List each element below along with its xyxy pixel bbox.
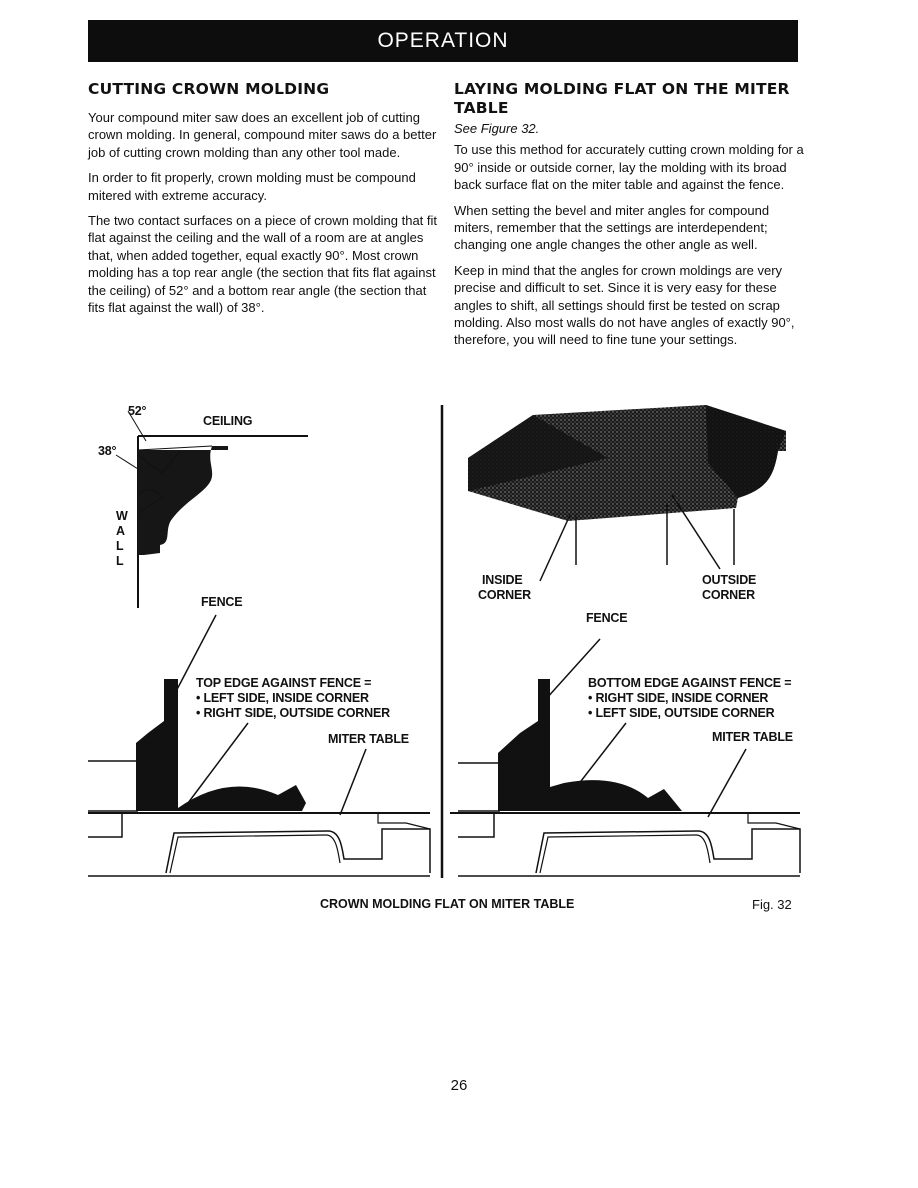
wall-letter-a: A xyxy=(116,524,125,538)
right-column: LAYING MOLDING FLAT ON THE MITER TABLE S… xyxy=(454,80,804,357)
angle-52-label: 52° xyxy=(128,404,147,418)
left-paragraph-2: In order to fit properly, crown molding … xyxy=(88,170,416,203)
right-paragraph-2: When setting the bevel and miter angles … xyxy=(454,202,770,253)
right-note-line-3: • LEFT SIDE, OUTSIDE CORNER xyxy=(588,706,775,720)
miter-table-label-left: MITER TABLE xyxy=(328,732,409,746)
right-paragraph-3: Keep in mind that the angles for crown m… xyxy=(454,262,795,348)
right-paragraph-1: To use this method for accurately cuttin… xyxy=(454,142,804,193)
molding-piece-diagram xyxy=(468,405,786,582)
outside-corner-label-2: CORNER xyxy=(702,588,755,602)
fence-label-right: FENCE xyxy=(586,611,627,625)
angle-38-label: 38° xyxy=(98,444,117,458)
left-column: CUTTING CROWN MOLDING Your compound mite… xyxy=(88,80,438,324)
saw-diagram-left xyxy=(88,614,431,877)
right-note-line-2: • RIGHT SIDE, INSIDE CORNER xyxy=(588,691,768,705)
inside-corner-label-2: CORNER xyxy=(478,588,531,602)
laying-flat-heading: LAYING MOLDING FLAT ON THE MITER TABLE xyxy=(454,80,790,117)
left-paragraph-3: The two contact surfaces on a piece of c… xyxy=(88,213,438,316)
figure-reference: See Figure 32. xyxy=(454,121,540,136)
miter-table-label-right: MITER TABLE xyxy=(712,730,793,744)
figure-32-illustration: 52° 38° CEILING W A L L INSIDE CORNER OU… xyxy=(88,403,810,888)
cutting-crown-heading: CUTTING CROWN MOLDING xyxy=(88,80,330,98)
left-note-line-2: • LEFT SIDE, INSIDE CORNER xyxy=(196,691,369,705)
left-note-line-1: TOP EDGE AGAINST FENCE = xyxy=(196,676,371,690)
inside-corner-label-1: INSIDE xyxy=(482,573,522,587)
wall-letter-w: W xyxy=(116,509,128,523)
left-note-line-3: • RIGHT SIDE, OUTSIDE CORNER xyxy=(196,706,390,720)
figure-caption: CROWN MOLDING FLAT ON MITER TABLE xyxy=(320,897,575,911)
page-number: 26 xyxy=(450,1077,468,1094)
figure-number: Fig. 32 xyxy=(752,897,792,912)
outside-corner-label-1: OUTSIDE xyxy=(702,573,756,587)
saw-diagram-right xyxy=(450,638,801,877)
wall-letter-l1: L xyxy=(116,539,124,553)
left-paragraph-1: Your compound miter saw does an excellen… xyxy=(88,110,437,160)
ceiling-label: CEILING xyxy=(203,414,252,428)
right-note-line-1: BOTTOM EDGE AGAINST FENCE = xyxy=(588,676,791,690)
section-header-banner: OPERATION xyxy=(88,20,798,62)
crown-molding-corner-diagram xyxy=(115,410,308,608)
section-title: OPERATION xyxy=(377,29,509,52)
fence-label-left: FENCE xyxy=(201,595,242,609)
wall-letter-l2: L xyxy=(116,554,124,568)
